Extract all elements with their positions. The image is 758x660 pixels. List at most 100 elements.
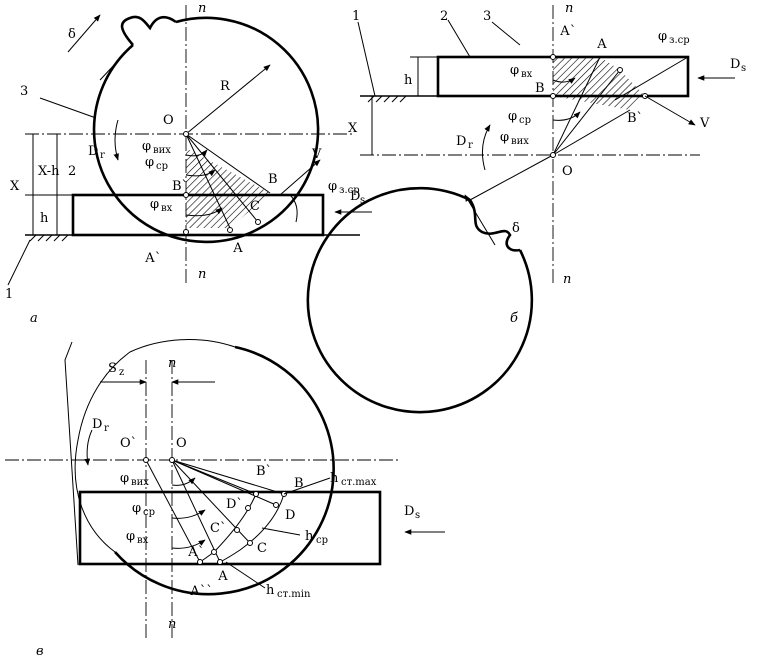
label-n-bottom-a: n: [198, 267, 206, 282]
label-phi-avg-sub-v: ср: [143, 507, 155, 518]
leader-hmin-v: [225, 561, 266, 589]
label-Ds-sub-b: s: [741, 63, 746, 74]
point-A-a: [227, 227, 233, 233]
ray-OC-a: [185, 133, 259, 223]
arc-phi-avg-b: [552, 111, 581, 121]
label-hmin-sub-v: ст.min: [277, 589, 311, 600]
point-B-prime-v: [253, 491, 259, 497]
label-n-top-a: n: [198, 1, 206, 16]
label-D-a: D: [88, 144, 98, 159]
label-B-prime-v: В`: [256, 464, 272, 479]
label-n-top-b: n: [565, 1, 573, 16]
label-phi-cut-sub-b: з.ср: [669, 35, 690, 46]
label-hmax-sub-v: ст.max: [341, 477, 377, 488]
label-phi-out-v: φ: [120, 471, 129, 486]
label-2-a: 2: [68, 164, 76, 179]
label-phi-cut-b: φ: [658, 29, 667, 44]
hatched-zone-b: [553, 57, 645, 110]
ground-hatch-a: [29, 234, 69, 242]
leader-hcp-v: [261, 527, 301, 536]
label-2-b: 2: [440, 9, 448, 24]
ray-OB-b: [552, 109, 631, 156]
cutter-second-v: [74, 339, 236, 553]
point-D-prime-v: [245, 505, 251, 511]
panel-a: n n O R 3 2 1 X X-h h D r φ вих φ ср φ в…: [5, 1, 372, 326]
label-phi-out-sub-v: вих: [131, 477, 149, 488]
label-X-b: X: [348, 121, 358, 136]
delta-arrow-a1: [67, 14, 101, 53]
ground-hatch-b: [367, 95, 407, 103]
point-O-prime-v: [143, 457, 149, 463]
label-A-prime-b: А`: [560, 24, 576, 39]
label-n-top-v: n: [168, 356, 176, 371]
ray-OC-b: [552, 69, 621, 156]
point-A-dprime-v: [197, 559, 203, 565]
velocity-V-a: [279, 159, 321, 196]
arc-phi-in-b: [552, 77, 576, 84]
label-havg-sub-v: ср: [316, 535, 328, 546]
panel-v: n n O` O S z D r φ вих φ ср φ вх В` В D`…: [5, 339, 445, 659]
arc-phi-cut-a: [289, 194, 298, 223]
caption-v: в: [36, 644, 44, 659]
label-D-b: D: [456, 134, 466, 149]
label-Ds-b: D: [730, 57, 740, 72]
label-Ds-v: D: [404, 504, 414, 519]
label-phi-avg-a: φ: [145, 155, 154, 170]
label-D-sub-a: r: [100, 150, 105, 161]
label-B-prime-a: В`: [172, 179, 188, 194]
caption-b: б: [510, 311, 518, 326]
label-D-sub-v: r: [104, 423, 109, 434]
label-phi-avg-v: φ: [132, 501, 141, 516]
label-A-v: А: [218, 569, 228, 584]
label-Ds-a: D: [350, 189, 360, 204]
caption-a: а: [30, 311, 38, 326]
ray-D-v: [171, 459, 277, 506]
label-C-a: С: [250, 199, 260, 214]
arc-phi-avg-a: [185, 169, 216, 177]
ray-OA-a: [185, 133, 231, 229]
label-X-h-a: X-h: [38, 164, 60, 179]
leader-3-a: [39, 97, 97, 119]
label-A-prime-v: А`: [188, 545, 204, 560]
rotation-arrow-a: [113, 119, 119, 161]
point-O-a: [183, 131, 189, 137]
tooth-a: [120, 15, 177, 46]
cutter-v: [114, 345, 335, 596]
ray-tooth-b: [469, 154, 554, 201]
ray-OB-a: [185, 133, 271, 194]
label-delta-a: δ: [68, 27, 76, 42]
label-Ds-sub-v: s: [415, 510, 420, 521]
ray-OA-b: [552, 56, 601, 156]
hatched-zone-a: [186, 148, 270, 228]
label-O-a: O: [163, 113, 174, 128]
label-phi-in-sub-a: вх: [161, 203, 173, 214]
label-phi-out-sub-b: вих: [511, 136, 529, 147]
label-D-prime-v: D`: [226, 497, 243, 512]
label-A-prime-a: А`: [145, 251, 161, 266]
label-D-sub-b: r: [468, 140, 473, 151]
delta-arrow-b: [464, 194, 496, 246]
point-B-b: [550, 93, 556, 99]
arc-phi-in-a: [185, 207, 223, 217]
label-phi-avg-b: φ: [508, 109, 517, 124]
ray-A-prime-v: [145, 459, 201, 563]
cutter-body-left-v: [64, 341, 79, 566]
label-V-b: V: [699, 116, 710, 131]
label-O-prime-v: O`: [120, 436, 137, 451]
label-phi-in-v: φ: [126, 529, 135, 544]
point-C-a: [255, 219, 261, 225]
arc-phi-avg-v: [171, 509, 206, 519]
label-O-b: O: [562, 164, 573, 179]
label-A-b: А: [597, 37, 607, 52]
velocity-V-b: [644, 95, 696, 126]
cutter-a: [92, 16, 320, 244]
label-phi-cut-sub-a: з.ср: [339, 185, 360, 196]
label-X-a: X: [10, 179, 20, 194]
leader-1-b: [357, 21, 376, 97]
delta-ext-a: [99, 47, 131, 81]
ray-A-v: [171, 459, 221, 563]
radius-R-a: [185, 64, 271, 135]
phi-cut-line-b: [614, 56, 689, 101]
label-havg-v: h: [305, 529, 314, 544]
